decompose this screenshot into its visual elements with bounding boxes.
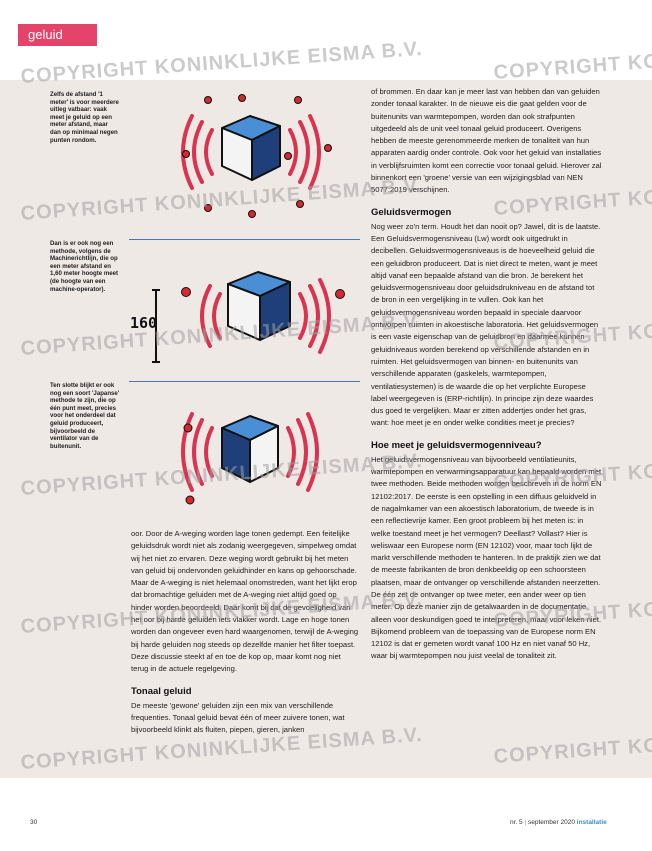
measurement-point-icon [183,423,195,505]
background-band-bottom [0,524,652,778]
paragraph: Nog weer zo'n term. Houdt het dan nooit … [371,221,601,428]
side-note-1: Zelfs de afstand '1 meter' is voor meerd… [50,91,119,144]
measurement-point-icon [181,287,345,299]
measurement-point-icon [182,94,332,218]
section-heading: Tonaal geluid [131,685,192,697]
illustration-nine-points [181,94,332,218]
sound-wave-icon [200,278,331,354]
side-note-3: Ten slotte blijkt er ook nog een soort '… [50,382,120,450]
paragraph: of brommen. En daar kan je meer last van… [371,87,602,195]
page-number: 30 [30,819,38,826]
divider-line [129,381,360,382]
divider-line [129,239,360,240]
paragraph: oor. Door de A-weging worden lage tonen … [131,529,359,674]
section-heading: Geluidsvermogen [371,206,452,218]
paragraph: Het geluidsvermogensniveau van bijvoorbe… [371,454,602,661]
cube-icon [227,271,291,341]
cube-icon [221,415,279,483]
height-label: 160 [130,314,157,332]
section-label: geluid [18,24,97,46]
section-heading: Hoe meet je geluidsvermogenniveau? [371,439,542,451]
sound-wave-icon [181,412,319,492]
issue-number: nr. 5 [510,819,523,826]
issue-info: nr. 5 | september 2020 installatie [510,819,607,826]
cube-icon [221,115,281,181]
issue-date: september 2020 [527,819,575,826]
illustration-machine-directive: 160 [130,271,345,363]
side-note-2: Dan is er ook nog een methode, volgens d… [50,240,119,293]
article-column-right: of brommen. En daar kan je meer last van… [371,86,603,663]
article-column-left: oor. Door de A-weging worden lage tonen … [131,528,359,736]
magazine-logo: installatie [576,819,607,826]
illustration-japanese-method [181,412,319,505]
paragraph: De meeste 'gewone' geluiden zijn een mix… [131,700,345,735]
